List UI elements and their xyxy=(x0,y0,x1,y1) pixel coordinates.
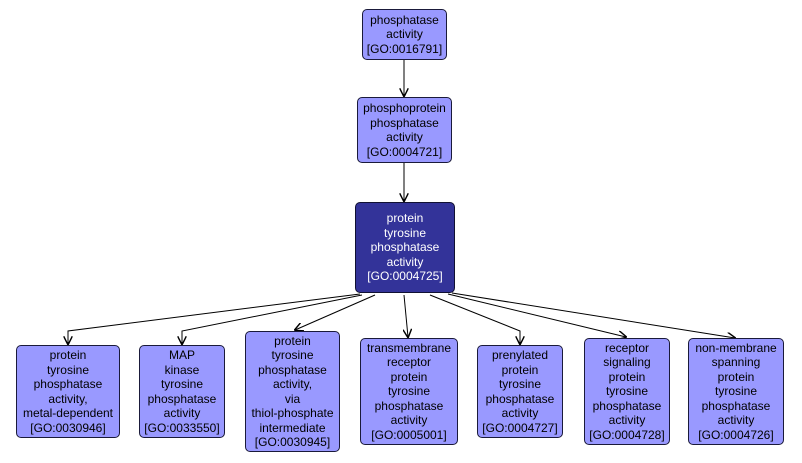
node-label: protein tyrosine phosphatase activity [G… xyxy=(367,211,443,284)
node-transmembrane-receptor[interactable]: transmembrane receptor protein tyrosine … xyxy=(360,338,458,445)
node-label: prenylated protein tyrosine phosphatase … xyxy=(482,348,558,435)
node-label: phosphoprotein phosphatase activity [GO:… xyxy=(363,101,446,159)
edge-GO0004725-to-GO0004726 xyxy=(451,292,735,338)
node-thiol-phosphate-intermediate[interactable]: protein tyrosine phosphatase activity, v… xyxy=(245,331,340,452)
node-non-membrane-spanning[interactable]: non-membrane spanning protein tyrosine p… xyxy=(688,338,784,445)
node-label: protein tyrosine phosphatase activity, m… xyxy=(22,348,114,435)
node-prenylated[interactable]: prenylated protein tyrosine phosphatase … xyxy=(477,345,563,438)
node-phosphoprotein-phosphatase-activity[interactable]: phosphoprotein phosphatase activity [GO:… xyxy=(357,97,452,163)
node-label: non-membrane spanning protein tyrosine p… xyxy=(695,340,777,442)
edge-GO0004725-to-GO0005001 xyxy=(404,294,408,337)
edge-GO0004725-to-GO0030946 xyxy=(68,293,361,344)
node-phosphatase-activity[interactable]: phosphatase activity [GO:0016791] xyxy=(362,9,447,60)
node-label: phosphatase activity [GO:0016791] xyxy=(366,12,443,56)
node-protein-tyrosine-phosphatase-activity[interactable]: protein tyrosine phosphatase activity [G… xyxy=(355,202,455,293)
node-label: receptor signaling protein tyrosine phos… xyxy=(589,340,665,442)
node-receptor-signaling[interactable]: receptor signaling protein tyrosine phos… xyxy=(584,338,670,445)
node-label: protein tyrosine phosphatase activity, v… xyxy=(251,333,334,450)
edge-GO0004725-to-GO0004727 xyxy=(429,294,520,344)
edge-GO0004725-to-GO0030945 xyxy=(295,294,376,330)
edge-GO0004725-to-GO0033550 xyxy=(182,294,363,344)
node-label: MAP kinase tyrosine phosphatase activity… xyxy=(144,348,220,435)
node-label: transmembrane receptor protein tyrosine … xyxy=(366,340,452,442)
node-map-kinase-tyrosine-phosphatase[interactable]: MAP kinase tyrosine phosphatase activity… xyxy=(139,345,225,438)
edge-GO0004725-to-GO0004728 xyxy=(447,293,626,337)
node-metal-dependent[interactable]: protein tyrosine phosphatase activity, m… xyxy=(16,345,120,438)
